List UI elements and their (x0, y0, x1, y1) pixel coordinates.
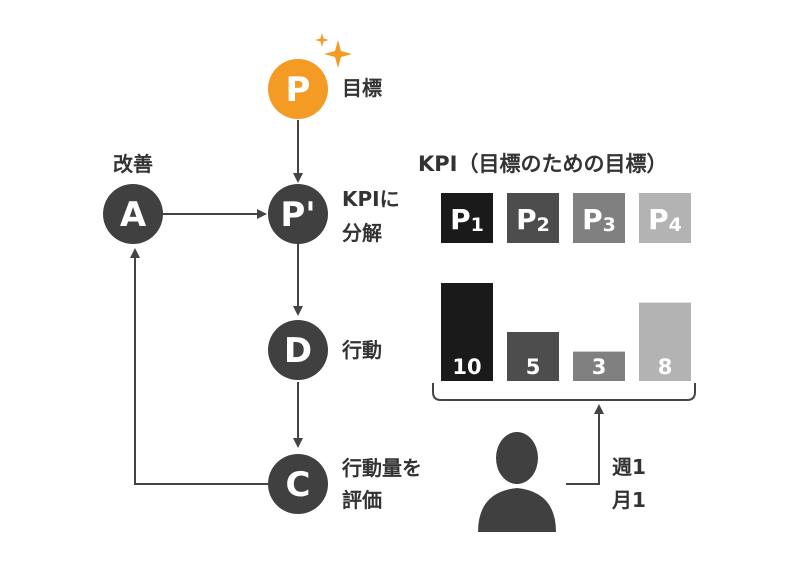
plan-prime-label-line2: 分解 (342, 221, 382, 245)
kpi-badge-1: P1 (441, 193, 493, 243)
kpi-bar-value-2: 5 (526, 355, 541, 379)
kpi-bar-value-1: 10 (452, 355, 481, 379)
kpi-badge-3: P3 (573, 193, 625, 243)
review-frequency-weekly: 週1 (612, 455, 646, 479)
kpi-badge-bg (639, 193, 691, 243)
plan-prime-label-line1: KPIに (342, 187, 400, 211)
do-label: 行動 (341, 338, 382, 362)
kpi-badge-subscript: 2 (537, 214, 550, 236)
kpi-badge-bg (573, 193, 625, 243)
review-frequency-monthly: 月1 (611, 488, 646, 512)
kpi-badge-4: P4 (639, 193, 691, 243)
kpi-bar-1 (441, 283, 493, 381)
plan-label: 目標 (342, 76, 382, 100)
plan-prime-node-letter: P' (280, 195, 315, 235)
act-node: A (103, 184, 163, 244)
kpi-badge-2: P2 (507, 193, 559, 243)
kpi-badge-label: P3 (582, 203, 616, 236)
kpi-badge-letter: P (450, 203, 471, 236)
plan-prime-node: P' (268, 184, 328, 244)
kpi-badge-letter: P (648, 203, 669, 236)
kpi-badge-label: P4 (648, 203, 682, 236)
act-label: 改善 (113, 152, 153, 176)
kpi-bar-value-4: 8 (658, 355, 673, 379)
kpi-badge-subscript: 1 (471, 214, 484, 236)
arrow-check-to-act (130, 248, 268, 485)
check-node: C (268, 454, 328, 514)
check-label-line1: 行動量を (341, 456, 422, 480)
kpi-bar-4 (639, 302, 691, 381)
kpi-bar-3 (573, 351, 625, 381)
kpi-title: KPI（目標のための目標） (418, 152, 667, 176)
do-node: D (268, 320, 328, 380)
kpi-bar-value-3: 3 (592, 355, 607, 379)
kpi-badge-label: P2 (516, 203, 550, 236)
kpi-brace (432, 383, 696, 401)
kpi-bars: 10 5 3 8 (441, 283, 691, 381)
plan-node: P (268, 59, 328, 119)
kpi-badge-subscript: 3 (603, 214, 616, 236)
plan-node-letter: P (286, 70, 311, 110)
sparkle-icon (315, 33, 352, 68)
kpi-badge-bg (507, 193, 559, 243)
arrow-review-to-kpi (566, 404, 604, 485)
kpi-badge-bg (441, 193, 493, 243)
check-node-letter: C (286, 465, 311, 505)
check-label-line2: 評価 (342, 488, 382, 512)
do-node-letter: D (284, 331, 312, 371)
kpi-bar-2 (507, 332, 559, 381)
kpi-badge-letter: P (516, 203, 537, 236)
kpi-badge-subscript: 4 (669, 214, 682, 236)
person-icon (478, 432, 556, 532)
kpi-badge-label: P1 (450, 203, 484, 236)
kpi-badge-letter: P (582, 203, 603, 236)
act-node-letter: A (120, 195, 147, 235)
